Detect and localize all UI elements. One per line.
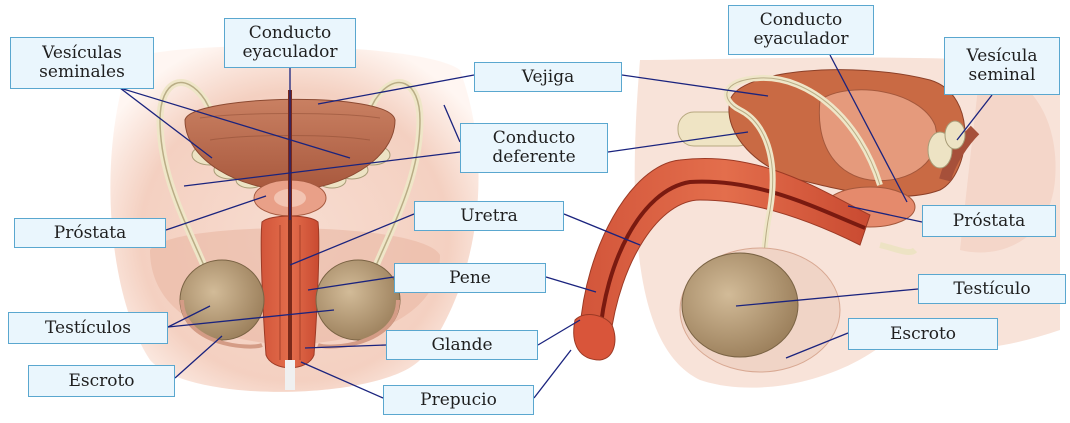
- label-pene: Pene: [394, 263, 546, 293]
- label-vesicula-seminal: Vesícula seminal: [944, 37, 1060, 95]
- glans-sagittal: [574, 315, 615, 360]
- label-prepucio: Prepucio: [383, 385, 534, 415]
- label-conducto-eyaculador-right: Conducto eyaculador: [728, 5, 874, 55]
- label-testiculo: Testículo: [918, 274, 1066, 304]
- leader-prepucio-right: [534, 350, 571, 398]
- label-prostata-left: Próstata: [14, 218, 166, 248]
- label-escroto-right: Escroto: [848, 318, 998, 350]
- label-prostata-right: Próstata: [922, 205, 1056, 237]
- urethra-opening-frontal: [285, 360, 295, 390]
- label-glande: Glande: [386, 330, 538, 360]
- label-uretra: Uretra: [414, 201, 564, 231]
- label-conducto-deferente: Conducto deferente: [460, 123, 608, 173]
- label-conducto-eyaculador-left: Conducto eyaculador: [224, 18, 356, 68]
- label-vesiculas-seminales: Vesículas seminales: [10, 37, 154, 89]
- label-vejiga: Vejiga: [474, 62, 622, 92]
- label-escroto-left: Escroto: [28, 365, 175, 397]
- label-testiculos: Testículos: [8, 312, 168, 344]
